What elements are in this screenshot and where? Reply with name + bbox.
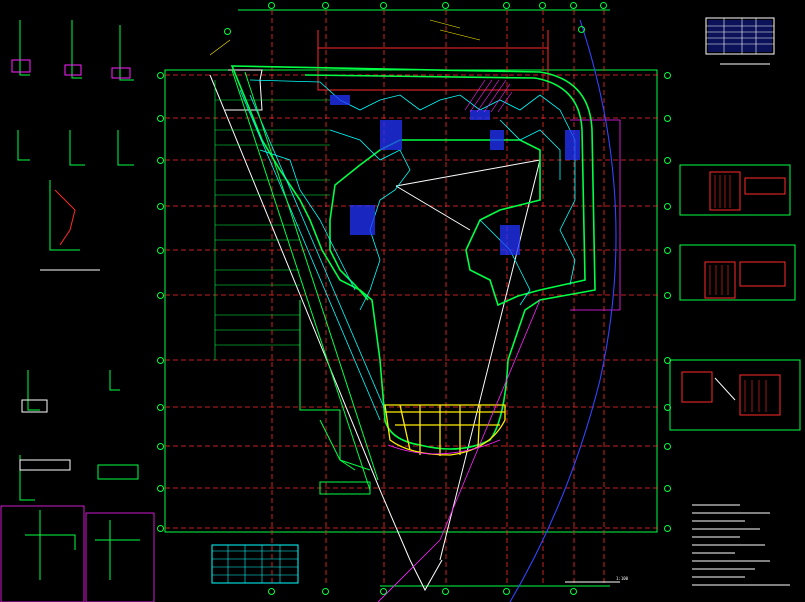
grid-marker-right-5	[664, 247, 671, 254]
grid-marker-right-3	[664, 157, 671, 164]
grid-marker-right-10	[664, 485, 671, 492]
curved-frame-yellow	[384, 404, 506, 456]
general-notes	[692, 504, 790, 586]
left-section-details	[11, 20, 140, 580]
plan-scale: 1:100	[616, 576, 629, 581]
grid-marker-bottom-6	[570, 588, 577, 595]
grid-marker-top-2	[322, 2, 329, 9]
grid-marker-bottom-4	[442, 588, 449, 595]
grid-marker-bottom-1	[268, 588, 275, 595]
diagonal-wall-detail	[231, 69, 379, 495]
grid-marker-top-5	[503, 2, 510, 9]
schedule-table	[211, 544, 299, 584]
grid-marker-left-10	[157, 485, 164, 492]
grid-marker-right-11	[664, 525, 671, 532]
grid-marker-bottom-3	[380, 588, 387, 595]
grid-marker-bottom-5	[503, 588, 510, 595]
grid-marker-bottom-2	[322, 588, 329, 595]
grid-marker-diagonal-2	[578, 26, 585, 33]
legend-table	[705, 17, 775, 65]
grid-marker-diagonal-1	[224, 28, 231, 35]
grid-marker-top-4	[442, 2, 449, 9]
grid-marker-left-1	[157, 72, 164, 79]
top-dimension-lines	[209, 19, 481, 56]
horizontal-axis-lines	[165, 74, 660, 529]
grid-marker-right-8	[664, 404, 671, 411]
grid-marker-top-3	[380, 2, 387, 9]
grid-marker-left-5	[157, 247, 164, 254]
grid-marker-left-9	[157, 443, 164, 450]
right-section-hatch	[709, 175, 767, 412]
hatched-slab	[464, 79, 513, 113]
grid-marker-top-1	[268, 2, 275, 9]
grid-marker-right-7	[664, 357, 671, 364]
magenta-lines	[0, 119, 621, 602]
grid-marker-top-7	[570, 2, 577, 9]
grid-marker-right-1	[664, 72, 671, 79]
blue-curve	[509, 19, 617, 602]
grid-marker-top-6	[539, 2, 546, 9]
grid-marker-left-4	[157, 203, 164, 210]
grid-marker-left-8	[157, 404, 164, 411]
structural-outline-red	[317, 30, 549, 91]
grid-marker-left-7	[157, 357, 164, 364]
grid-marker-right-9	[664, 443, 671, 450]
grid-marker-left-2	[157, 115, 164, 122]
grid-marker-left-6	[157, 292, 164, 299]
grid-marker-top-8	[600, 2, 607, 9]
grid-marker-right-4	[664, 203, 671, 210]
left-wing-lines	[214, 80, 330, 360]
grid-marker-left-11	[157, 525, 164, 532]
slab-patches	[330, 95, 580, 255]
building-outline-white	[209, 69, 541, 592]
right-section-details	[669, 164, 801, 431]
grid-marker-left-3	[157, 157, 164, 164]
grid-marker-right-6	[664, 292, 671, 299]
vertical-axis-lines	[271, 10, 605, 586]
grid-marker-right-2	[664, 115, 671, 122]
